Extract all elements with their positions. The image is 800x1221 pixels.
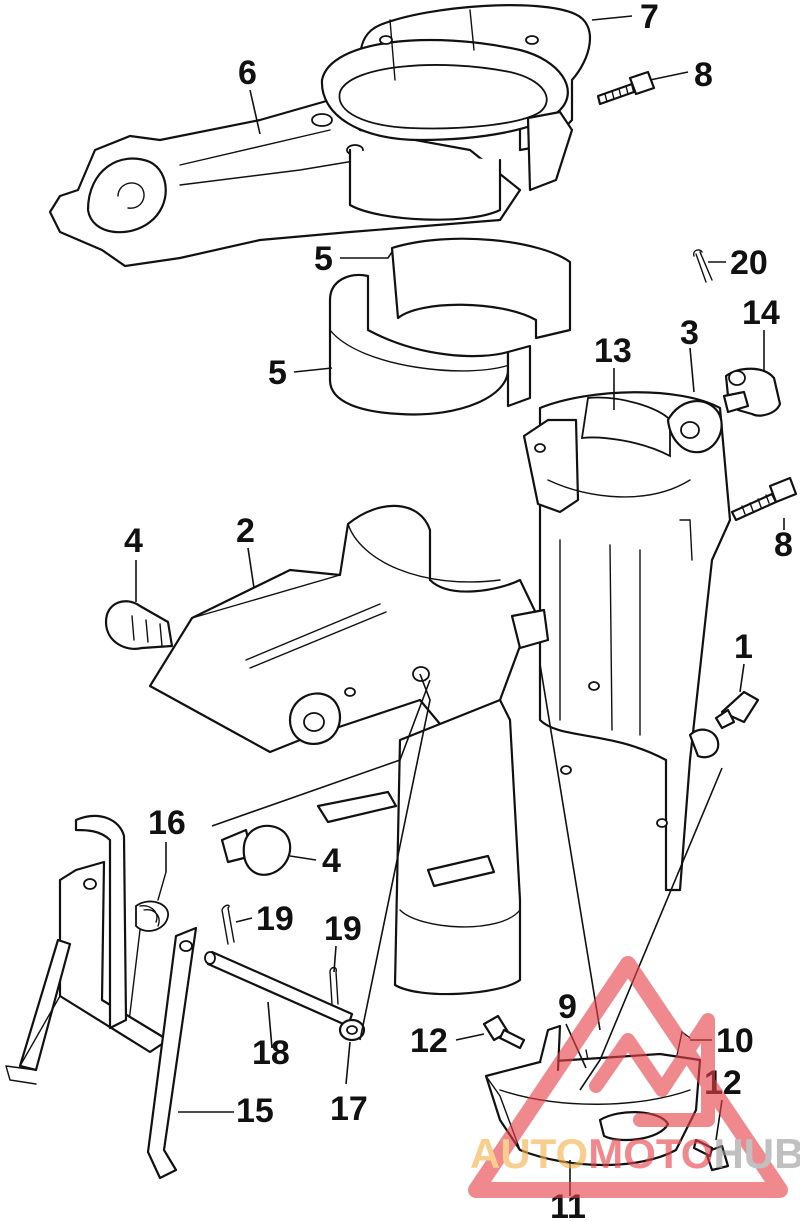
callout-10: 10 <box>716 1022 754 1060</box>
callout-14: 14 <box>742 294 780 332</box>
part-19-cotter-pin-a <box>221 904 235 945</box>
part-17-washer <box>338 1018 366 1042</box>
callout-15: 15 <box>236 1092 274 1130</box>
callout-17: 17 <box>330 1090 368 1128</box>
callout-9: 9 <box>558 988 577 1026</box>
callout-3: 3 <box>680 314 699 352</box>
callout-2: 2 <box>236 512 255 550</box>
part-2-stern-bracket <box>148 504 550 996</box>
part-6-bracket-arm <box>48 98 522 268</box>
callout-19-left: 19 <box>256 900 294 938</box>
part-3-swivel-bracket <box>522 391 732 892</box>
part-8-bolt-upper <box>596 70 656 106</box>
part-4-pivot-pin-lower <box>220 824 292 876</box>
leader-lines <box>135 15 785 1196</box>
callout-18: 18 <box>252 1034 290 1072</box>
watermark-inner-mark <box>589 1013 715 1127</box>
callout-4-lower: 4 <box>322 842 341 880</box>
part-7-clamp-ring <box>320 4 592 221</box>
callout-12-left: 12 <box>410 1022 448 1060</box>
part-19-cotter-pin-b <box>329 966 339 1005</box>
callout-8-right: 8 <box>774 526 793 564</box>
callout-19-right: 19 <box>324 910 362 948</box>
watermark-text-moto: MOTO <box>588 1130 713 1177</box>
part-12-bolt-right <box>692 1138 730 1172</box>
part-12-bolt-left <box>482 1014 526 1050</box>
part-15-tilt-lever <box>5 815 198 1180</box>
part-16-spring <box>127 871 169 1031</box>
callout-16: 16 <box>148 804 186 842</box>
callout-13: 13 <box>594 332 632 370</box>
part-14-stopper <box>722 367 782 417</box>
part-5-bushings <box>328 237 572 416</box>
part-8-bolt-right <box>730 476 798 522</box>
callout-5-lower: 5 <box>268 354 287 392</box>
callout-5-upper: 5 <box>314 240 333 278</box>
callout-20: 20 <box>730 244 768 282</box>
callout-labels: 7 6 8 5 5 20 14 3 13 4 2 8 1 16 4 19 19 … <box>124 0 793 1221</box>
callout-6: 6 <box>238 54 257 92</box>
part-20-cotter-pin <box>692 249 713 283</box>
watermark-logo: AUTOMOTOHUB <box>468 956 800 1198</box>
part-1-grease-fitting <box>714 690 760 730</box>
part-18-shaft <box>204 950 354 1028</box>
callout-1: 1 <box>734 628 753 666</box>
part-4-pivot-pin-upper <box>104 600 174 650</box>
callout-7: 7 <box>640 0 659 36</box>
watermark-text-hub: HUB <box>713 1130 800 1177</box>
svg-text:AUTOMOTOHUB: AUTOMOTOHUB <box>470 1130 800 1177</box>
callout-4-upper: 4 <box>124 522 143 560</box>
callout-8-upper: 8 <box>694 56 713 94</box>
watermark-text-auto: AUTO <box>470 1130 588 1177</box>
